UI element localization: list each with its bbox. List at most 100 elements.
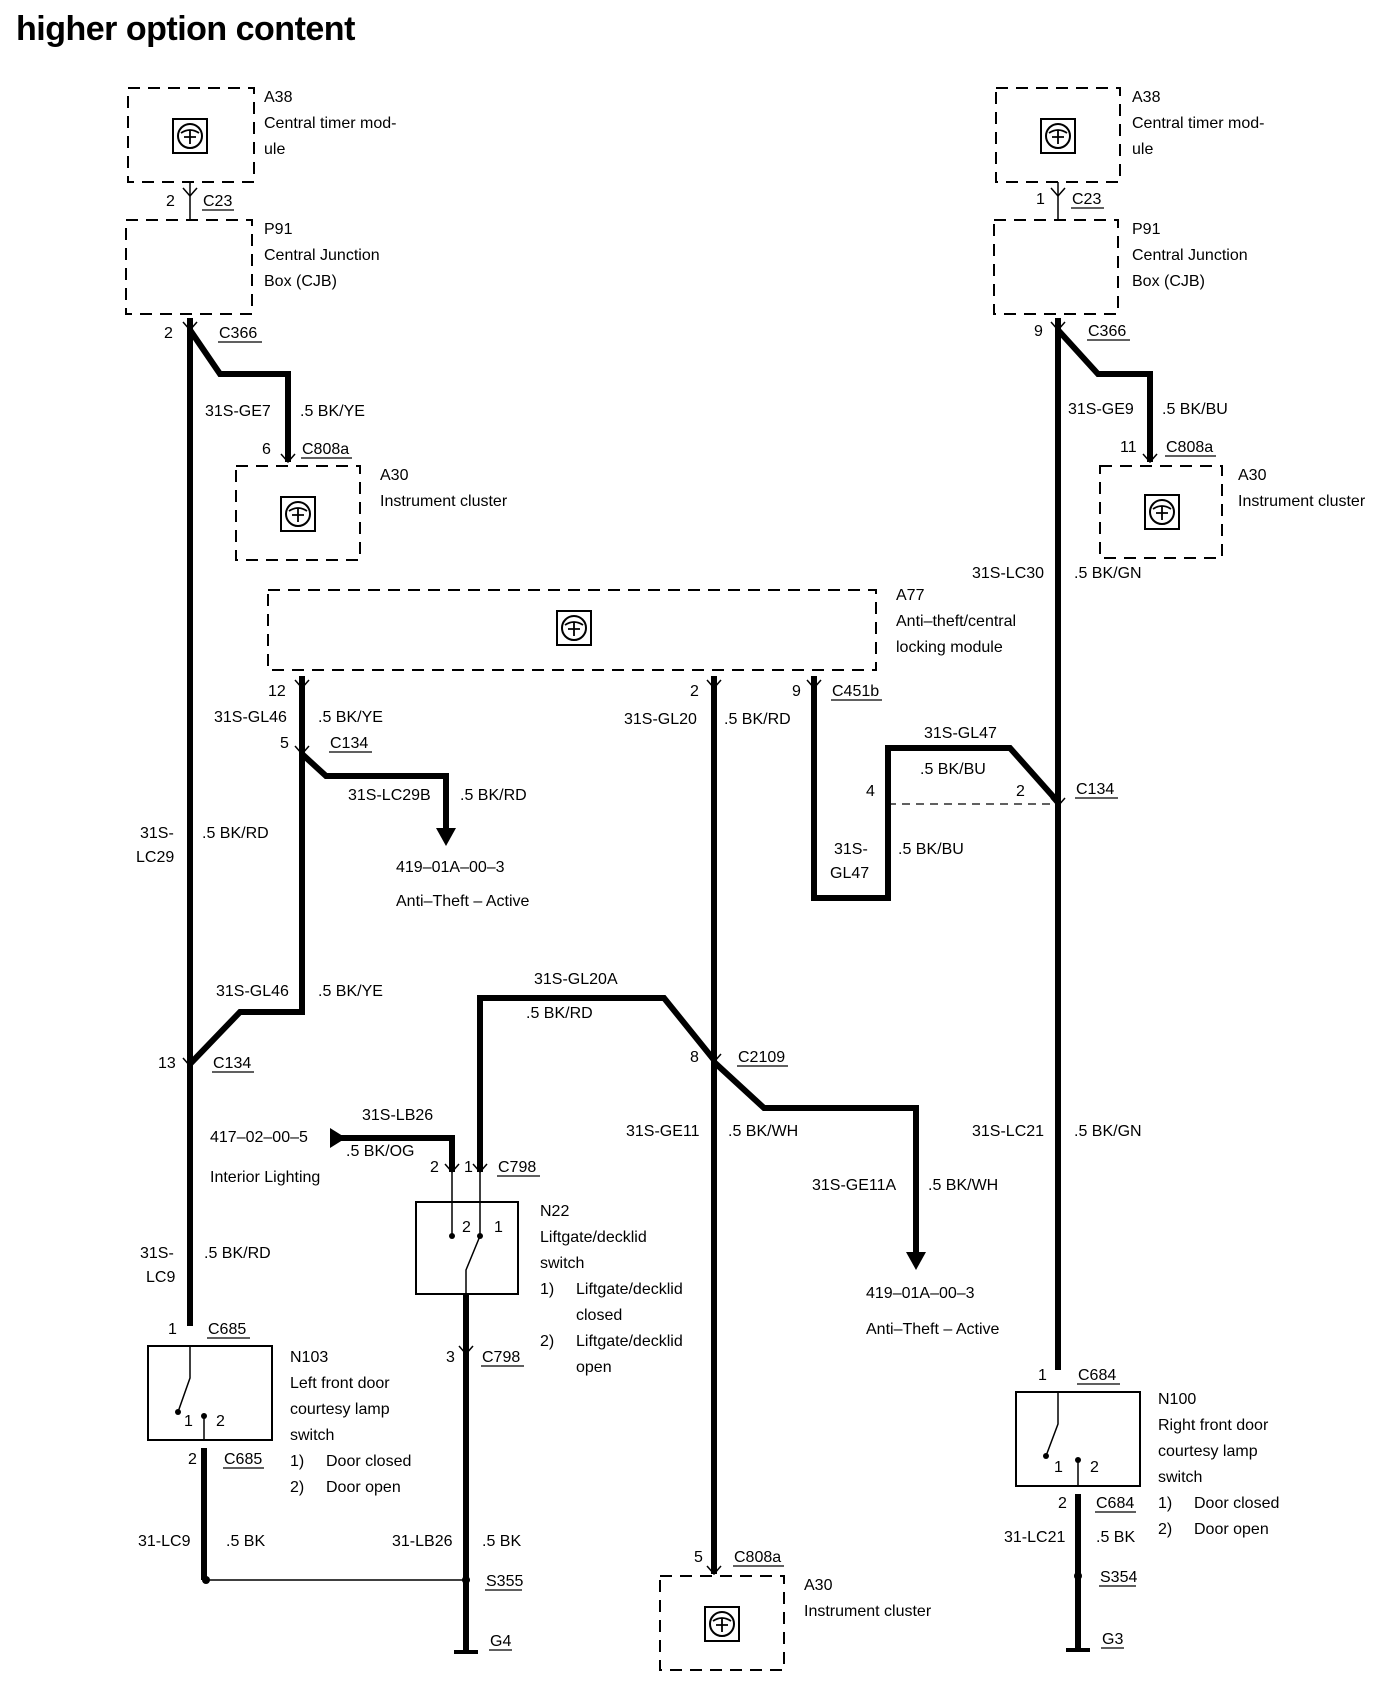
n22-opt2-1: Liftgate/decklid	[576, 1333, 683, 1350]
n103-connector-in: C685	[208, 1321, 246, 1338]
gl20a-gauge: .5 BK/RD	[526, 1005, 593, 1022]
n100-pin-out: 2	[1058, 1495, 1067, 1512]
n22-opt2-num: 2)	[540, 1333, 554, 1350]
left-ge7-wire	[187, 328, 291, 462]
n22-opt1-num: 1)	[540, 1281, 554, 1298]
gl46-gauge: .5 BK/YE	[318, 709, 383, 726]
n22-opt1-1: Liftgate/decklid	[576, 1281, 683, 1298]
switch-contact	[1045, 1392, 1059, 1457]
n100-opt2-num: 2)	[1158, 1521, 1172, 1538]
module-icon	[1144, 494, 1180, 530]
n22-contact-2: 2	[462, 1219, 471, 1236]
n22-switch-box	[415, 1201, 519, 1295]
right-cjb-name-1: Central Junction	[1132, 247, 1248, 264]
g4-label: G4	[490, 1633, 511, 1650]
n100-id: N100	[1158, 1391, 1196, 1408]
left-junction-connector: C134	[213, 1055, 251, 1072]
n103-contact-1: 1	[184, 1413, 193, 1430]
gl46-wire	[187, 676, 305, 1067]
left-timer-pin: 2	[166, 193, 175, 210]
left-cjb-connector: C366	[219, 325, 257, 342]
right-cjb-id: P91	[1132, 221, 1161, 238]
right-lc21-ground-circuit: 31-LC21	[1004, 1529, 1065, 1546]
bottom-cluster-id: A30	[804, 1577, 833, 1594]
left-lc9-circuit-2: LC9	[146, 1269, 175, 1286]
a77-name-1: Anti–theft/central	[896, 613, 1016, 630]
gl47-circuit-2: GL47	[830, 865, 869, 882]
right-cjb-name-2: Box (CJB)	[1132, 273, 1205, 290]
right-timer-name-1: Central timer mod-	[1132, 115, 1264, 132]
arrow-icon	[906, 1252, 926, 1270]
module-icon	[556, 610, 592, 646]
gl46-lower-gauge: .5 BK/YE	[318, 983, 383, 1000]
left-lc9-circuit-1: 31S-	[140, 1245, 174, 1262]
n103-pin-in: 1	[168, 1321, 177, 1338]
n103-name-1: Left front door	[290, 1375, 390, 1392]
gl20-gauge: .5 BK/RD	[724, 711, 791, 728]
right-cluster-connector: C808a	[1166, 439, 1213, 456]
lb26-ground-gauge: .5 BK	[482, 1533, 521, 1550]
n103-opt2: Door open	[326, 1479, 401, 1496]
a77-pin2: 2	[690, 683, 699, 700]
a77-pin9: 9	[792, 683, 801, 700]
gl47-circuit-1: 31S-	[834, 841, 868, 858]
right-cjb-connector: C366	[1088, 323, 1126, 340]
right-lc30-gauge: .5 BK/GN	[1074, 565, 1142, 582]
right-timer-connector: C23	[1072, 191, 1101, 208]
n22-name-2: switch	[540, 1255, 584, 1272]
n22-opt2-2: open	[576, 1359, 612, 1376]
module-icon	[704, 1606, 740, 1642]
n100-name-1: Right front door	[1158, 1417, 1269, 1434]
c798-out-connector: C798	[482, 1349, 520, 1366]
switch-contact	[465, 1235, 481, 1294]
bottom-cluster-box	[659, 1575, 785, 1671]
n22-id: N22	[540, 1203, 569, 1220]
s354-label: S354	[1100, 1569, 1137, 1586]
lb26-gauge: .5 BK/OG	[346, 1143, 414, 1160]
bottom-cluster-connector: C808a	[734, 1549, 781, 1566]
ref2-id: 419–01A–00–3	[866, 1285, 975, 1302]
left-cluster-pin: 6	[262, 441, 271, 458]
a77-connector: C451b	[832, 683, 879, 700]
switch-contact	[177, 1346, 191, 1413]
right-lc30-circuit: 31S-LC30	[972, 565, 1044, 582]
right-timer-id: A38	[1132, 89, 1161, 106]
left-timer-id: A38	[264, 89, 293, 106]
right-cluster-box	[1099, 465, 1223, 559]
gl47-top-gauge: .5 BK/BU	[920, 761, 986, 778]
a77-pin12: 12	[268, 683, 286, 700]
lb26-ground-circuit: 31-LB26	[392, 1533, 453, 1550]
right-cjb-pin: 9	[1034, 323, 1043, 340]
a77-name-2: locking module	[896, 639, 1003, 656]
right-ge9-wire	[1055, 327, 1153, 462]
lb26-wire	[338, 1135, 455, 1172]
ref1-name: Anti–Theft – Active	[396, 893, 530, 910]
ge11-circuit: 31S-GE11	[626, 1123, 700, 1140]
gl20a-circuit: 31S-GL20A	[534, 971, 618, 988]
c2109-connector: C2109	[738, 1049, 785, 1066]
n100-connector-out: C684	[1096, 1495, 1134, 1512]
left-cjb-name-1: Central Junction	[264, 247, 380, 264]
n103-id: N103	[290, 1349, 328, 1366]
left-lc9-ground-gauge: .5 BK	[226, 1533, 265, 1550]
n103-opt1-num: 1)	[290, 1453, 304, 1470]
n103-name-2: courtesy lamp	[290, 1401, 390, 1418]
right-cluster-name: Instrument cluster	[1238, 493, 1366, 510]
arrow-icon	[330, 1128, 346, 1148]
left-cluster-connector: C808a	[302, 441, 349, 458]
gl46-pin: 5	[280, 735, 289, 752]
right-lc21-gauge: .5 BK/GN	[1074, 1123, 1142, 1140]
left-timer-name-1: Central timer mod-	[264, 115, 396, 132]
n100-pin-in: 1	[1038, 1367, 1047, 1384]
gl47-pin4: 4	[866, 783, 875, 800]
n100-opt1: Door closed	[1194, 1495, 1279, 1512]
s355-label: S355	[486, 1573, 523, 1590]
c798-pin2: 2	[430, 1159, 439, 1176]
left-ge7-gauge: .5 BK/YE	[300, 403, 365, 420]
n103-contact-2: 2	[216, 1413, 225, 1430]
n100-name-3: switch	[1158, 1469, 1202, 1486]
lc29b-wire	[299, 751, 449, 828]
ge11-gauge: .5 BK/WH	[728, 1123, 798, 1140]
